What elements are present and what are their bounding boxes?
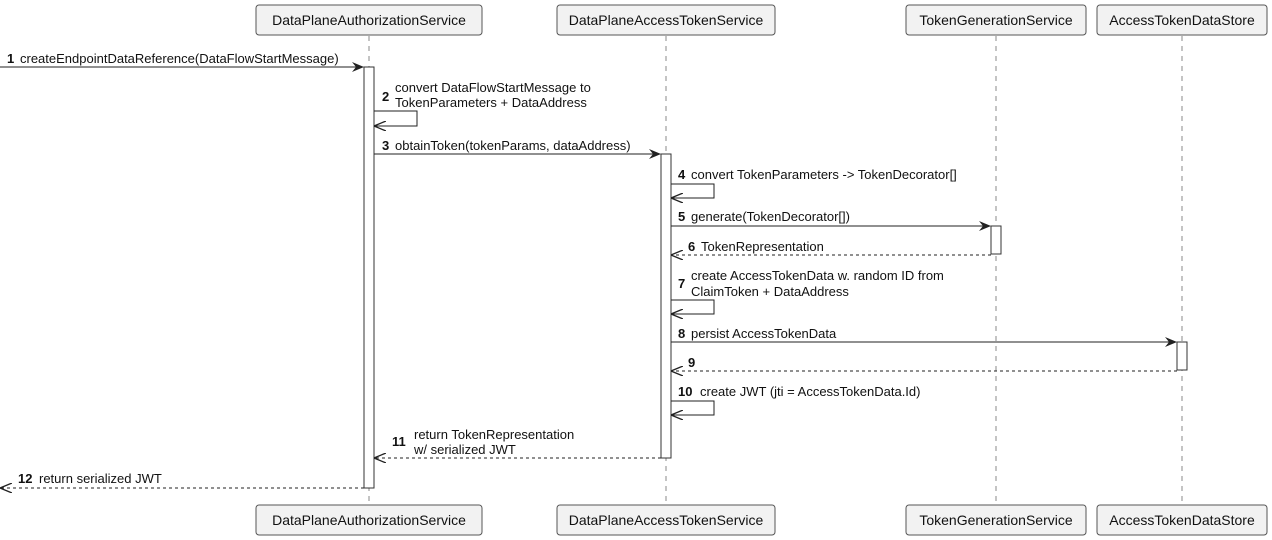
message-number: 4 (678, 167, 686, 182)
message-arrow (671, 183, 715, 198)
message-2: 2 convert DataFlowStartMessage to TokenP… (374, 80, 591, 126)
message-number: 7 (678, 276, 685, 291)
participant-label: AccessTokenDataStore (1109, 12, 1255, 28)
message-number: 8 (678, 326, 685, 341)
participant-label: AccessTokenDataStore (1109, 512, 1255, 528)
participant-box[interactable]: AccessTokenDataStore (1096, 504, 1268, 536)
message-label: TokenParameters + DataAddress (395, 95, 587, 110)
message-6: 6 TokenRepresentation (672, 239, 991, 255)
message-label: return serialized JWT (39, 471, 162, 486)
message-arrow (374, 110, 418, 126)
activation-bar-data-store (1176, 341, 1188, 371)
message-12: 12 return serialized JWT (1, 471, 364, 488)
message-label: create AccessTokenData w. random ID from (691, 268, 944, 283)
message-label: TokenRepresentation (701, 239, 824, 254)
participant-box[interactable]: DataPlaneAuthorizationService (255, 4, 483, 36)
participant-box[interactable]: DataPlaneAccessTokenService (556, 4, 776, 36)
participants-bottom: DataPlaneAuthorizationService DataPlaneA… (255, 504, 1268, 536)
message-number: 10 (678, 384, 692, 399)
message-number: 9 (688, 355, 695, 370)
message-label: generate(TokenDecorator[]) (691, 209, 850, 224)
participant-label: DataPlaneAuthorizationService (272, 12, 466, 28)
message-number: 12 (18, 471, 32, 486)
message-label: w/ serialized JWT (413, 442, 516, 457)
message-4: 4 convert TokenParameters -> TokenDecora… (671, 167, 957, 198)
participant-box[interactable]: DataPlaneAuthorizationService (255, 504, 483, 536)
message-1: 1 createEndpointDataReference(DataFlowSt… (0, 51, 364, 72)
message-label: return TokenRepresentation (414, 427, 574, 442)
message-label: convert TokenParameters -> TokenDecorato… (691, 167, 957, 182)
message-label: convert DataFlowStartMessage to (395, 80, 591, 95)
message-9: 9 (672, 355, 1177, 371)
participant-box[interactable]: TokenGenerationService (905, 4, 1087, 36)
message-number: 5 (678, 209, 685, 224)
message-label: create JWT (jti = AccessTokenData.Id) (700, 384, 920, 399)
message-3: 3 obtainToken(tokenParams, dataAddress) (374, 138, 661, 159)
participant-label: DataPlaneAccessTokenService (569, 12, 764, 28)
message-number: 11 (392, 434, 406, 449)
message-label: obtainToken(tokenParams, dataAddress) (395, 138, 631, 153)
participants-top: DataPlaneAuthorizationService DataPlaneA… (255, 4, 1268, 36)
participant-box[interactable]: DataPlaneAccessTokenService (556, 504, 776, 536)
message-arrow (671, 299, 715, 314)
participant-box[interactable]: TokenGenerationService (905, 504, 1087, 536)
message-arrow (671, 400, 715, 415)
activation-bar-token-generation (990, 225, 1002, 255)
activation-bar-access-token (660, 153, 672, 459)
message-number: 2 (382, 89, 389, 104)
participant-label: TokenGenerationService (919, 512, 1073, 528)
message-10: 10 create JWT (jti = AccessTokenData.Id) (671, 384, 920, 415)
message-number: 6 (688, 239, 695, 254)
message-label: persist AccessTokenData (691, 326, 837, 341)
participant-label: TokenGenerationService (919, 12, 1073, 28)
messages: 1 createEndpointDataReference(DataFlowSt… (0, 51, 1177, 488)
message-number: 3 (382, 138, 389, 153)
activation-bars (363, 66, 1188, 489)
activation-bar-authorization (363, 66, 375, 489)
message-8: 8 persist AccessTokenData (671, 326, 1177, 347)
participant-label: DataPlaneAuthorizationService (272, 512, 466, 528)
participant-box[interactable]: AccessTokenDataStore (1096, 4, 1268, 36)
message-label: ClaimToken + DataAddress (691, 284, 849, 299)
message-label: createEndpointDataReference(DataFlowStar… (20, 51, 339, 66)
participant-label: DataPlaneAccessTokenService (569, 512, 764, 528)
message-7: 7 create AccessTokenData w. random ID fr… (671, 268, 944, 314)
message-5: 5 generate(TokenDecorator[]) (671, 209, 991, 231)
message-11: 11 return TokenRepresentation w/ seriali… (375, 427, 661, 458)
message-number: 1 (7, 51, 14, 66)
